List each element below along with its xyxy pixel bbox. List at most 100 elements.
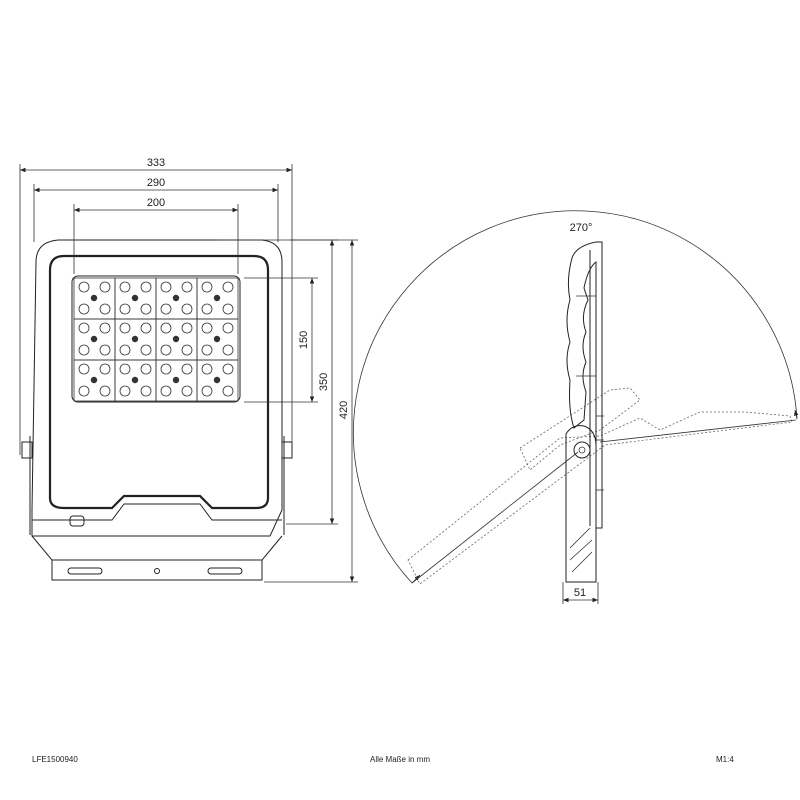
led-lens (99, 344, 111, 356)
led-lens (181, 303, 193, 315)
side-bracket-arm (565, 425, 597, 583)
led-lens (119, 303, 131, 315)
led-module (196, 277, 239, 320)
units-note: Alle Maße in mm (369, 755, 430, 764)
led-lens (160, 363, 172, 375)
led-lens (78, 363, 90, 375)
bracket-slot-right (207, 567, 243, 575)
dimension-width-led: 200 (73, 197, 239, 274)
led-lens (160, 322, 172, 334)
dimension-height-led: 150 (244, 277, 318, 403)
front-view: 333 290 200 150 350 (19, 157, 358, 583)
led-lens (78, 322, 90, 334)
dimension-depth: 51 (562, 582, 599, 604)
led-center-dot (131, 376, 139, 384)
housing-inner-frame (48, 254, 270, 510)
led-lens (201, 281, 213, 293)
bracket-strip (569, 527, 593, 573)
led-module (155, 277, 198, 320)
side-view: 270° 51 (353, 210, 799, 604)
housing-bottom-edge (32, 503, 282, 521)
dimension-height-overall: 420 (264, 239, 358, 583)
led-lens (99, 322, 111, 334)
side-body (566, 241, 603, 529)
led-lens (201, 344, 213, 356)
led-lens (222, 385, 234, 397)
led-center-dot (213, 376, 221, 384)
led-lens (160, 281, 172, 293)
article-number: LFE1500940 (32, 755, 78, 764)
dimension-label-350: 350 (318, 373, 330, 391)
led-lens (160, 385, 172, 397)
led-lens (140, 344, 152, 356)
led-module (196, 318, 239, 361)
bracket-slot-left (67, 567, 103, 575)
led-lens (222, 281, 234, 293)
led-module (73, 277, 116, 320)
led-lens (140, 322, 152, 334)
led-module (114, 277, 157, 320)
led-lens (119, 322, 131, 334)
led-lens (78, 303, 90, 315)
led-lens (201, 363, 213, 375)
led-center-dot (131, 335, 139, 343)
dimension-label-420: 420 (338, 401, 350, 419)
led-center-dot (213, 335, 221, 343)
led-lens (222, 303, 234, 315)
led-lens (99, 363, 111, 375)
led-module (155, 359, 198, 402)
dimension-label-333: 333 (147, 157, 165, 169)
led-module (114, 318, 157, 361)
led-module (73, 318, 116, 361)
led-module (155, 318, 198, 361)
led-lens (140, 303, 152, 315)
dimension-label-200: 200 (147, 197, 165, 209)
led-lens (119, 281, 131, 293)
dimension-label-290: 290 (147, 177, 165, 189)
right-knob (281, 441, 293, 459)
led-lens (78, 281, 90, 293)
led-center-dot (90, 335, 98, 343)
led-lens (222, 322, 234, 334)
housing-outline (31, 239, 283, 537)
dimension-width-body: 290 (33, 177, 279, 242)
led-grid (73, 277, 239, 402)
led-lens (99, 281, 111, 293)
led-lens (78, 344, 90, 356)
led-center-dot (213, 294, 221, 302)
led-center-dot (172, 294, 180, 302)
led-panel (71, 275, 241, 403)
led-lens (99, 303, 111, 315)
led-center-dot (90, 294, 98, 302)
led-lens (160, 344, 172, 356)
led-lens (222, 344, 234, 356)
led-lens (201, 303, 213, 315)
pivot-knob (573, 441, 591, 459)
led-lens (119, 344, 131, 356)
led-lens (140, 385, 152, 397)
scale-label: M1:4 (716, 755, 734, 764)
led-lens (140, 363, 152, 375)
led-lens (181, 344, 193, 356)
dimension-label-51: 51 (574, 587, 586, 599)
rotated-position-a (407, 411, 793, 585)
led-center-dot (90, 376, 98, 384)
left-knob (21, 441, 33, 459)
rotated-position-b (519, 387, 641, 471)
dimension-label-150: 150 (298, 331, 310, 349)
led-center-dot (172, 335, 180, 343)
bracket-hole (154, 568, 160, 574)
led-lens (181, 385, 193, 397)
led-module (73, 359, 116, 402)
led-lens (160, 303, 172, 315)
led-lens (99, 385, 111, 397)
rotation-arc (353, 210, 798, 584)
led-lens (119, 385, 131, 397)
led-lens (181, 363, 193, 375)
led-lens (78, 385, 90, 397)
led-lens (140, 281, 152, 293)
led-lens (119, 363, 131, 375)
led-module (196, 359, 239, 402)
led-lens (181, 322, 193, 334)
